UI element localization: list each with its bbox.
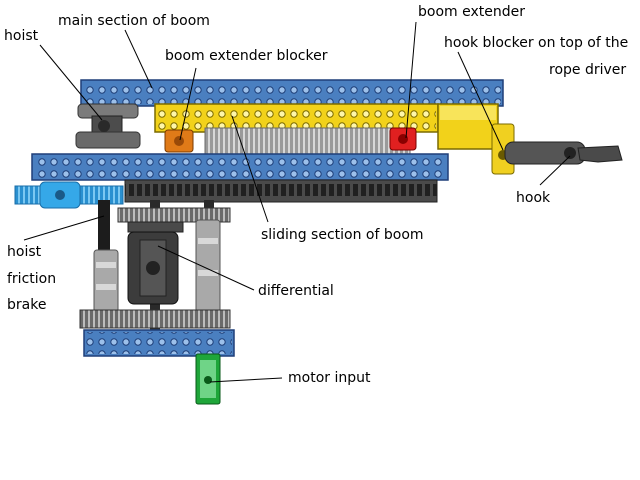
label-hoist-friction-brake-line2: friction — [7, 271, 57, 287]
label-differential: differential — [258, 283, 334, 299]
hoist-brake-stack — [93, 249, 119, 313]
leader-hoist-friction-brake — [23, 215, 105, 241]
label-hook-blocker-line2: rope driver — [549, 62, 627, 78]
label-hoist-friction-brake-line1: hoist — [7, 244, 42, 260]
lower-boom-beam — [31, 153, 449, 181]
hook-part — [504, 141, 623, 165]
leader-sliding-section — [231, 115, 269, 223]
gear-rack — [204, 127, 411, 155]
label-hook: hook — [516, 190, 551, 206]
gear-hub — [127, 221, 184, 233]
label-hoist-friction-brake-line3: brake — [7, 297, 47, 313]
leader-lines — [23, 21, 571, 383]
base-beam — [83, 329, 235, 357]
right-gear-stack — [195, 219, 221, 313]
leader-main-section — [124, 29, 153, 89]
label-sliding-section-of-boom: sliding section of boom — [261, 227, 424, 243]
label-hoist: hoist — [4, 28, 39, 44]
differential-part — [127, 231, 179, 305]
main-boom-beam — [80, 79, 504, 107]
label-hook-blocker-line1: hook blocker on top of the — [444, 35, 629, 51]
hoist-drum — [75, 103, 141, 149]
boom-extender-part — [389, 127, 417, 151]
lower-gear-row — [79, 309, 231, 329]
leader-hoist — [39, 44, 103, 121]
drive-chain — [124, 179, 438, 203]
leader-boom-extender-blocker — [179, 67, 197, 141]
leader-motor-input — [209, 377, 283, 383]
label-main-section-of-boom: main section of boom — [58, 13, 210, 29]
leader-hook-blocker — [457, 51, 504, 151]
leader-boom-extender — [405, 21, 417, 139]
boom-extender-blocker-part — [164, 129, 194, 153]
motor-input-part — [195, 353, 221, 405]
hoist-brake-gear — [14, 181, 124, 209]
leader-differential — [157, 245, 255, 291]
sliding-boom-beam — [154, 103, 499, 150]
label-boom-extender: boom extender — [418, 4, 525, 20]
leader-hook — [539, 155, 571, 186]
label-motor-input: motor input — [288, 370, 371, 386]
label-boom-extender-blocker: boom extender blocker — [165, 48, 328, 64]
